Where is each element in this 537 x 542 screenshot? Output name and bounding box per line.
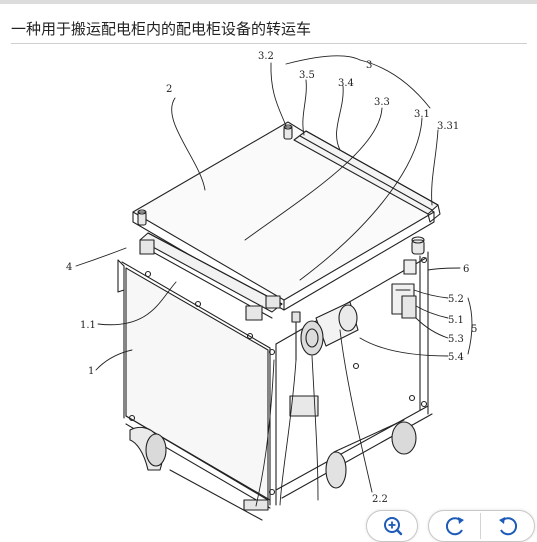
- rotate-clockwise-icon[interactable]: [429, 511, 481, 541]
- label-3-3: 3.3: [374, 97, 390, 108]
- label-5-2: 5.2: [448, 294, 464, 305]
- patent-drawing: 3 3.2 3.5 3.4 3.3 3.1 3.31 2 4 6 5.2 5.1…: [40, 48, 537, 533]
- label-3-4: 3.4: [338, 78, 354, 89]
- zoom-in-button[interactable]: [366, 510, 418, 542]
- label-1: 1: [88, 366, 94, 377]
- control-separator: [480, 513, 481, 539]
- front-rail: [139, 232, 283, 321]
- label-4: 4: [66, 262, 72, 273]
- label-5-1: 5.1: [448, 315, 464, 326]
- top-plate: [132, 121, 435, 311]
- page-title: 一种用于搬运配电柜内的配电柜设备的转运车: [11, 20, 312, 38]
- label-2-2: 2.2: [372, 494, 388, 505]
- label-3-31: 3.31: [437, 121, 459, 132]
- label-5: 5: [471, 324, 477, 335]
- label-2: 2: [166, 84, 172, 95]
- wheel-base: [129, 419, 417, 521]
- rotate-counterclockwise-icon[interactable]: [482, 511, 534, 541]
- label-3-2: 3.2: [258, 51, 274, 62]
- motor: [289, 301, 359, 417]
- label-1-1: 1.1: [80, 320, 96, 331]
- rotate-controls: [428, 510, 535, 542]
- zoom-in-icon: [384, 517, 403, 536]
- label-6: 6: [463, 264, 469, 275]
- label-3-1: 3.1: [414, 109, 430, 120]
- rear-rail: [293, 130, 441, 223]
- label-5-4: 5.4: [448, 352, 464, 363]
- front-post: [137, 209, 147, 226]
- leader-lines: [75, 55, 473, 507]
- post: [283, 124, 293, 140]
- label-5-3: 5.3: [448, 334, 464, 345]
- label-3: 3: [366, 60, 372, 71]
- title-divider: [11, 43, 527, 44]
- label-3-5: 3.5: [299, 70, 315, 81]
- top-strip: [0, 0, 537, 4]
- clamp-assembly: [391, 236, 425, 319]
